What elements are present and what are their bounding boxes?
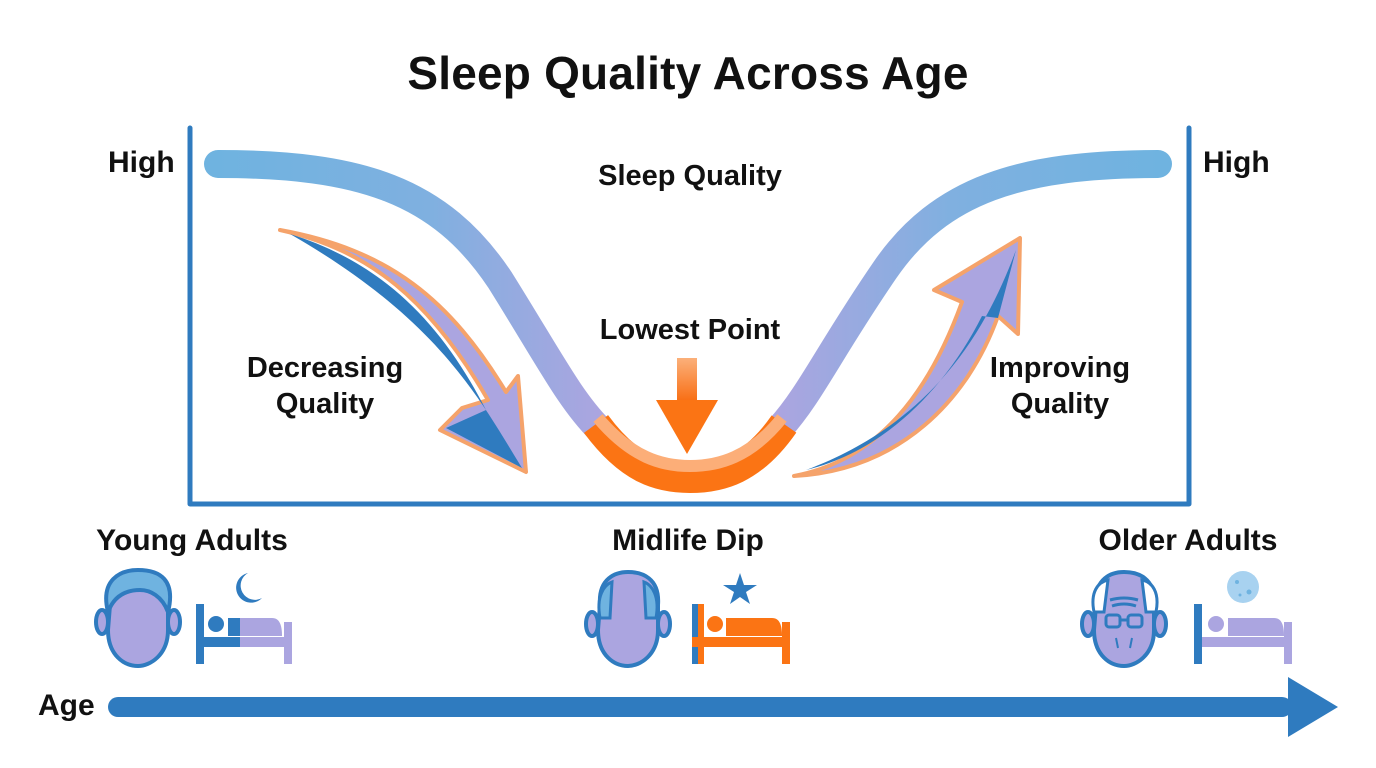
improving-arrow-icon xyxy=(792,236,1022,478)
curve-label: Sleep Quality xyxy=(598,160,782,192)
star-icon xyxy=(723,573,757,604)
page-title: Sleep Quality Across Age xyxy=(407,47,969,99)
lowest-point-label: Lowest Point xyxy=(599,314,781,346)
decreasing-label-line2: Quality xyxy=(275,388,375,420)
crescent-moon-icon xyxy=(236,573,262,603)
young-face-icon xyxy=(94,567,182,669)
age-axis-arrow xyxy=(108,677,1338,737)
y-axis-high-label-left: High xyxy=(108,146,175,179)
decreasing-quality-label: Decreasing Quality xyxy=(225,350,425,422)
bed-icon xyxy=(1194,604,1292,664)
stage-label-young-adults: Young Adults xyxy=(96,524,288,557)
elderly-face-icon xyxy=(1080,569,1168,669)
lowest-point-arrow-icon xyxy=(656,358,718,454)
sleep-quality-curve xyxy=(204,150,1172,494)
stage-label-older-adults: Older Adults xyxy=(1098,524,1278,557)
bed-icon xyxy=(196,604,292,664)
improving-quality-label: Improving Quality xyxy=(960,350,1160,422)
x-axis-age-label: Age xyxy=(38,689,95,722)
y-axis-high-label-right: High xyxy=(1203,146,1270,179)
decreasing-arrow-icon xyxy=(278,228,528,474)
improving-label-line2: Quality xyxy=(1010,388,1110,420)
chart-frame xyxy=(187,125,1192,507)
stage-label-midlife-dip: Midlife Dip xyxy=(612,524,764,557)
full-moon-icon xyxy=(1227,571,1259,603)
decreasing-label-line1: Decreasing xyxy=(246,352,404,384)
bed-icon xyxy=(692,604,790,664)
balding-face-icon xyxy=(584,569,672,669)
improving-label-line1: Improving xyxy=(989,352,1131,384)
